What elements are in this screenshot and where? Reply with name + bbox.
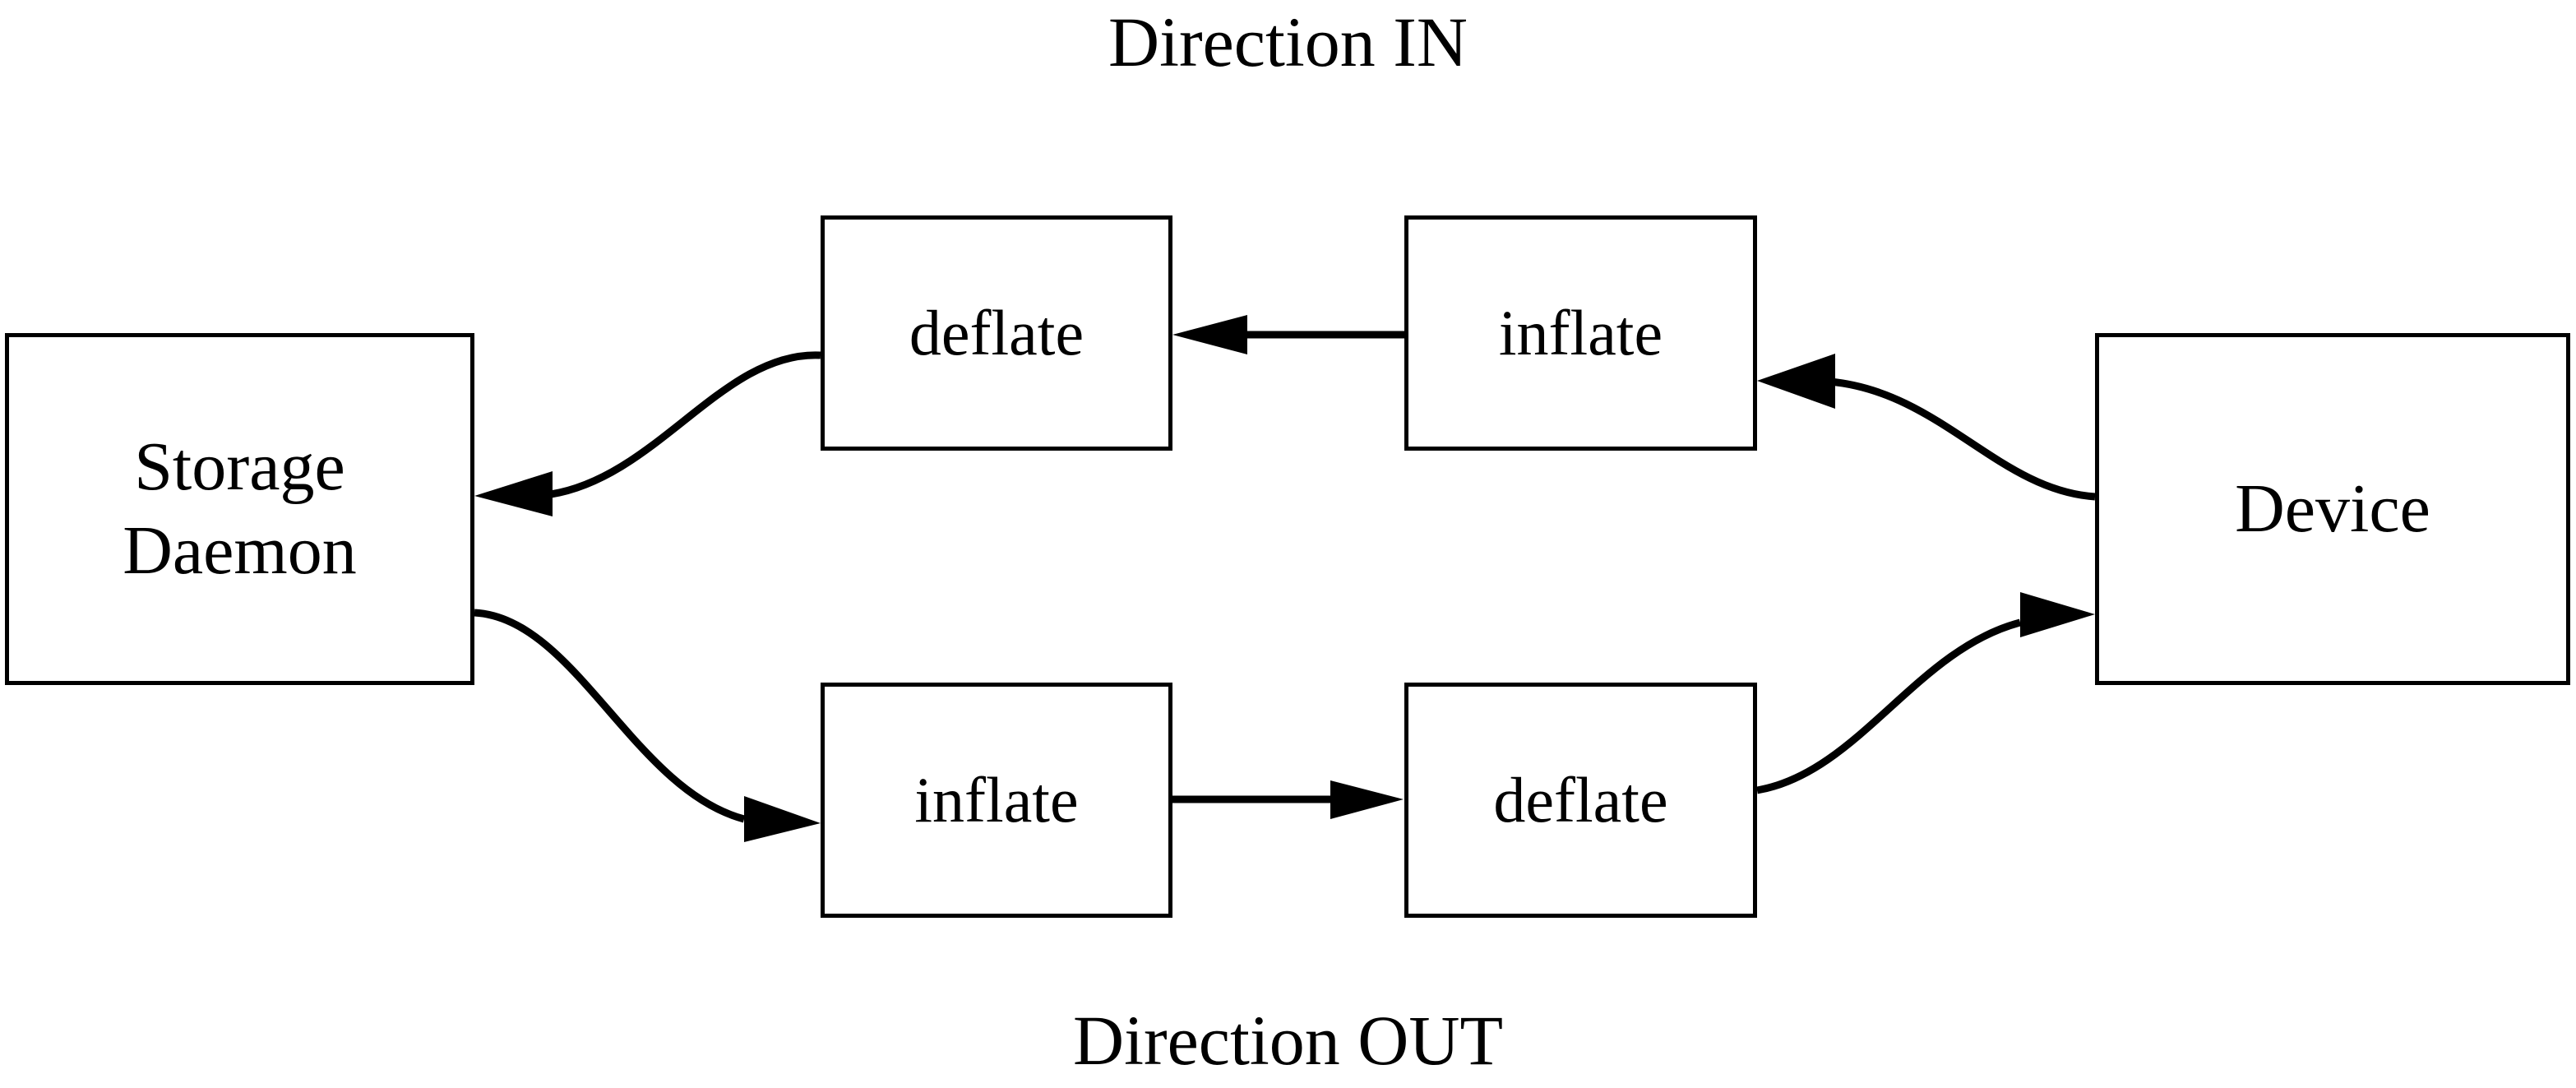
node-device[interactable]: Device: [2095, 333, 2570, 685]
edge-device-to-in-inflate: [1757, 354, 2096, 501]
node-in-inflate[interactable]: inflate: [1404, 215, 1757, 451]
node-storage-daemon-label-line2: Daemon: [123, 512, 357, 589]
edge-storage-daemon-to-out-inflate: [474, 609, 821, 842]
edge-in-deflate-to-storage-daemon: [474, 351, 821, 516]
caption-direction-in: Direction IN: [1108, 2, 1468, 81]
edge-out-deflate-to-device: [1756, 592, 2095, 794]
edge-out-inflate-to-out-deflate: [1172, 780, 1404, 819]
caption-direction-out: Direction OUT: [1072, 1001, 1503, 1080]
edge-in-inflate-to-in-deflate: [1172, 315, 1404, 354]
node-in-deflate-label: deflate: [909, 297, 1085, 369]
node-in-inflate-label: inflate: [1498, 297, 1663, 369]
node-out-deflate-label: deflate: [1493, 764, 1668, 836]
node-out-deflate[interactable]: deflate: [1404, 683, 1757, 918]
node-storage-daemon[interactable]: Storage Daemon: [5, 333, 474, 685]
node-device-label: Device: [2235, 470, 2430, 547]
node-out-inflate-label: inflate: [914, 764, 1079, 836]
node-in-deflate[interactable]: deflate: [821, 215, 1172, 451]
node-storage-daemon-label-line1: Storage: [134, 428, 345, 505]
node-out-inflate[interactable]: inflate: [821, 683, 1172, 918]
